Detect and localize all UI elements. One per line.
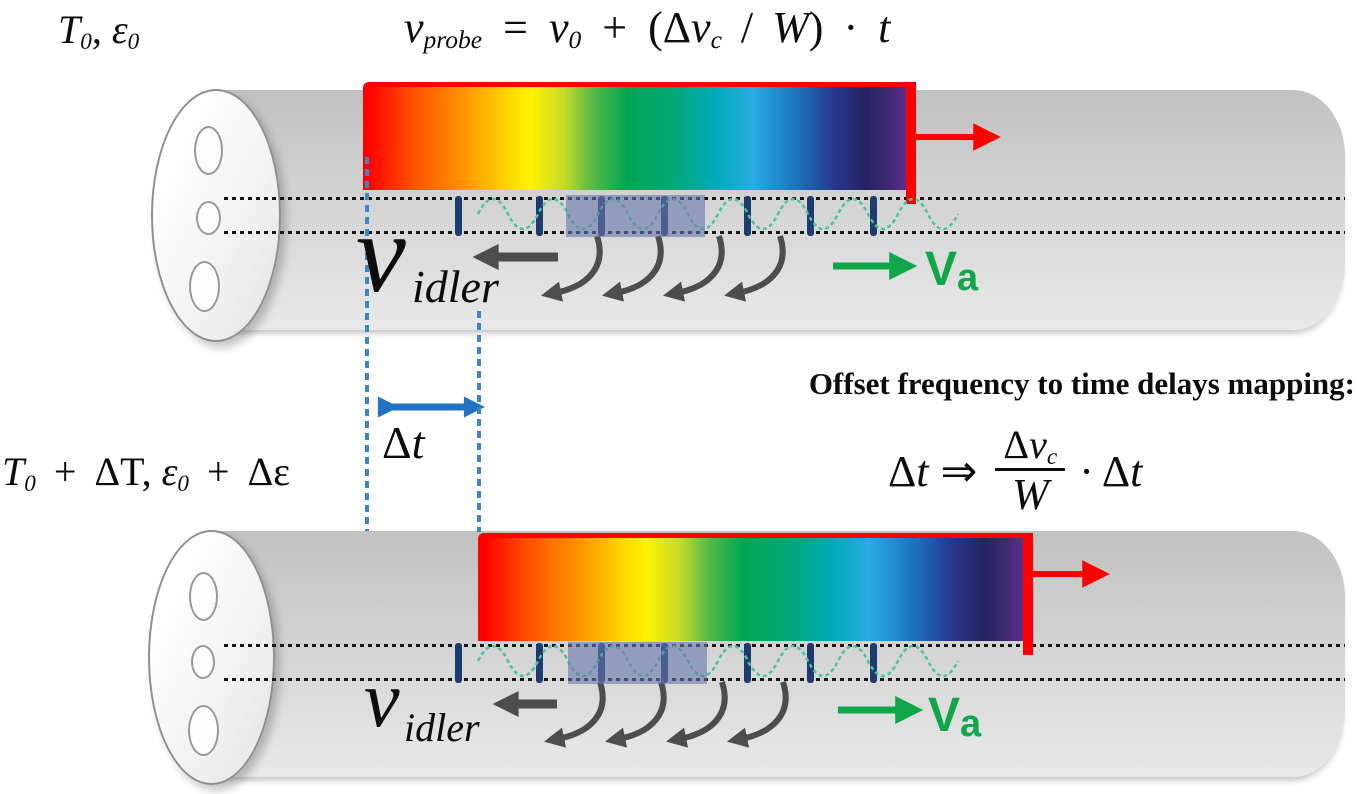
mapping-heading: Offset frequency to time delays mapping:	[808, 366, 1355, 401]
idler-subscript-top: idler	[412, 261, 499, 312]
fiber-bottom-hole-lower	[188, 705, 219, 756]
fiber-bottom-core-lower-line	[224, 678, 1345, 681]
grating-tick	[870, 196, 877, 236]
grating-tick	[870, 643, 877, 683]
time-reference-guide-line-right	[477, 311, 481, 532]
acoustic-velocity-label-top: Va	[925, 243, 979, 299]
probe-pulse-spectrum-bottom	[478, 533, 1027, 641]
probe-pulse-spectrum-top	[363, 82, 910, 190]
grating-tick	[807, 196, 814, 236]
grating-tick	[536, 643, 543, 683]
perturbed-condition-label: T0 + ΔT, ε0 + Δε	[2, 449, 291, 497]
grating-tick	[455, 196, 462, 236]
interaction-highlight-top	[566, 195, 705, 237]
fiber-top-core-lower-line	[224, 231, 1345, 234]
idler-nu-symbol-bottom: ν	[364, 656, 400, 744]
probe-pulse-right-edge-bottom	[1023, 533, 1033, 655]
probe-pulse-right-edge-top	[906, 82, 916, 204]
interaction-highlight-bottom	[568, 642, 707, 684]
time-reference-guide-line-left	[365, 157, 369, 531]
grating-tick	[807, 643, 814, 683]
grating-tick	[744, 196, 751, 236]
idler-subscript-bottom: idler	[404, 705, 480, 750]
frequency-ratio-fraction: Δvc W	[995, 424, 1066, 518]
fiber-top-hole-lower	[189, 261, 220, 312]
grating-tick	[536, 196, 543, 236]
idler-nu-symbol-top: ν	[356, 192, 406, 316]
delta-t-label: Δt	[382, 417, 425, 468]
fiber-bottom-hole-upper	[189, 572, 218, 621]
fiber-bottom-hole-core	[191, 645, 215, 679]
fiber-top-hole-upper	[194, 126, 223, 175]
fiber-top-hole-core	[196, 201, 221, 235]
grating-tick	[455, 643, 462, 683]
initial-condition-label: T0, ε0	[58, 7, 140, 55]
mapping-equation: Δt ⇒ Δvc W · Δt	[888, 422, 1143, 519]
fiber-bottom-core-upper-line	[224, 644, 1345, 647]
grating-tick	[744, 643, 751, 683]
acoustic-velocity-label-bottom: Va	[928, 689, 982, 745]
probe-frequency-equation: vprobe = v0 + (Δvc / W) · t	[404, 3, 891, 55]
